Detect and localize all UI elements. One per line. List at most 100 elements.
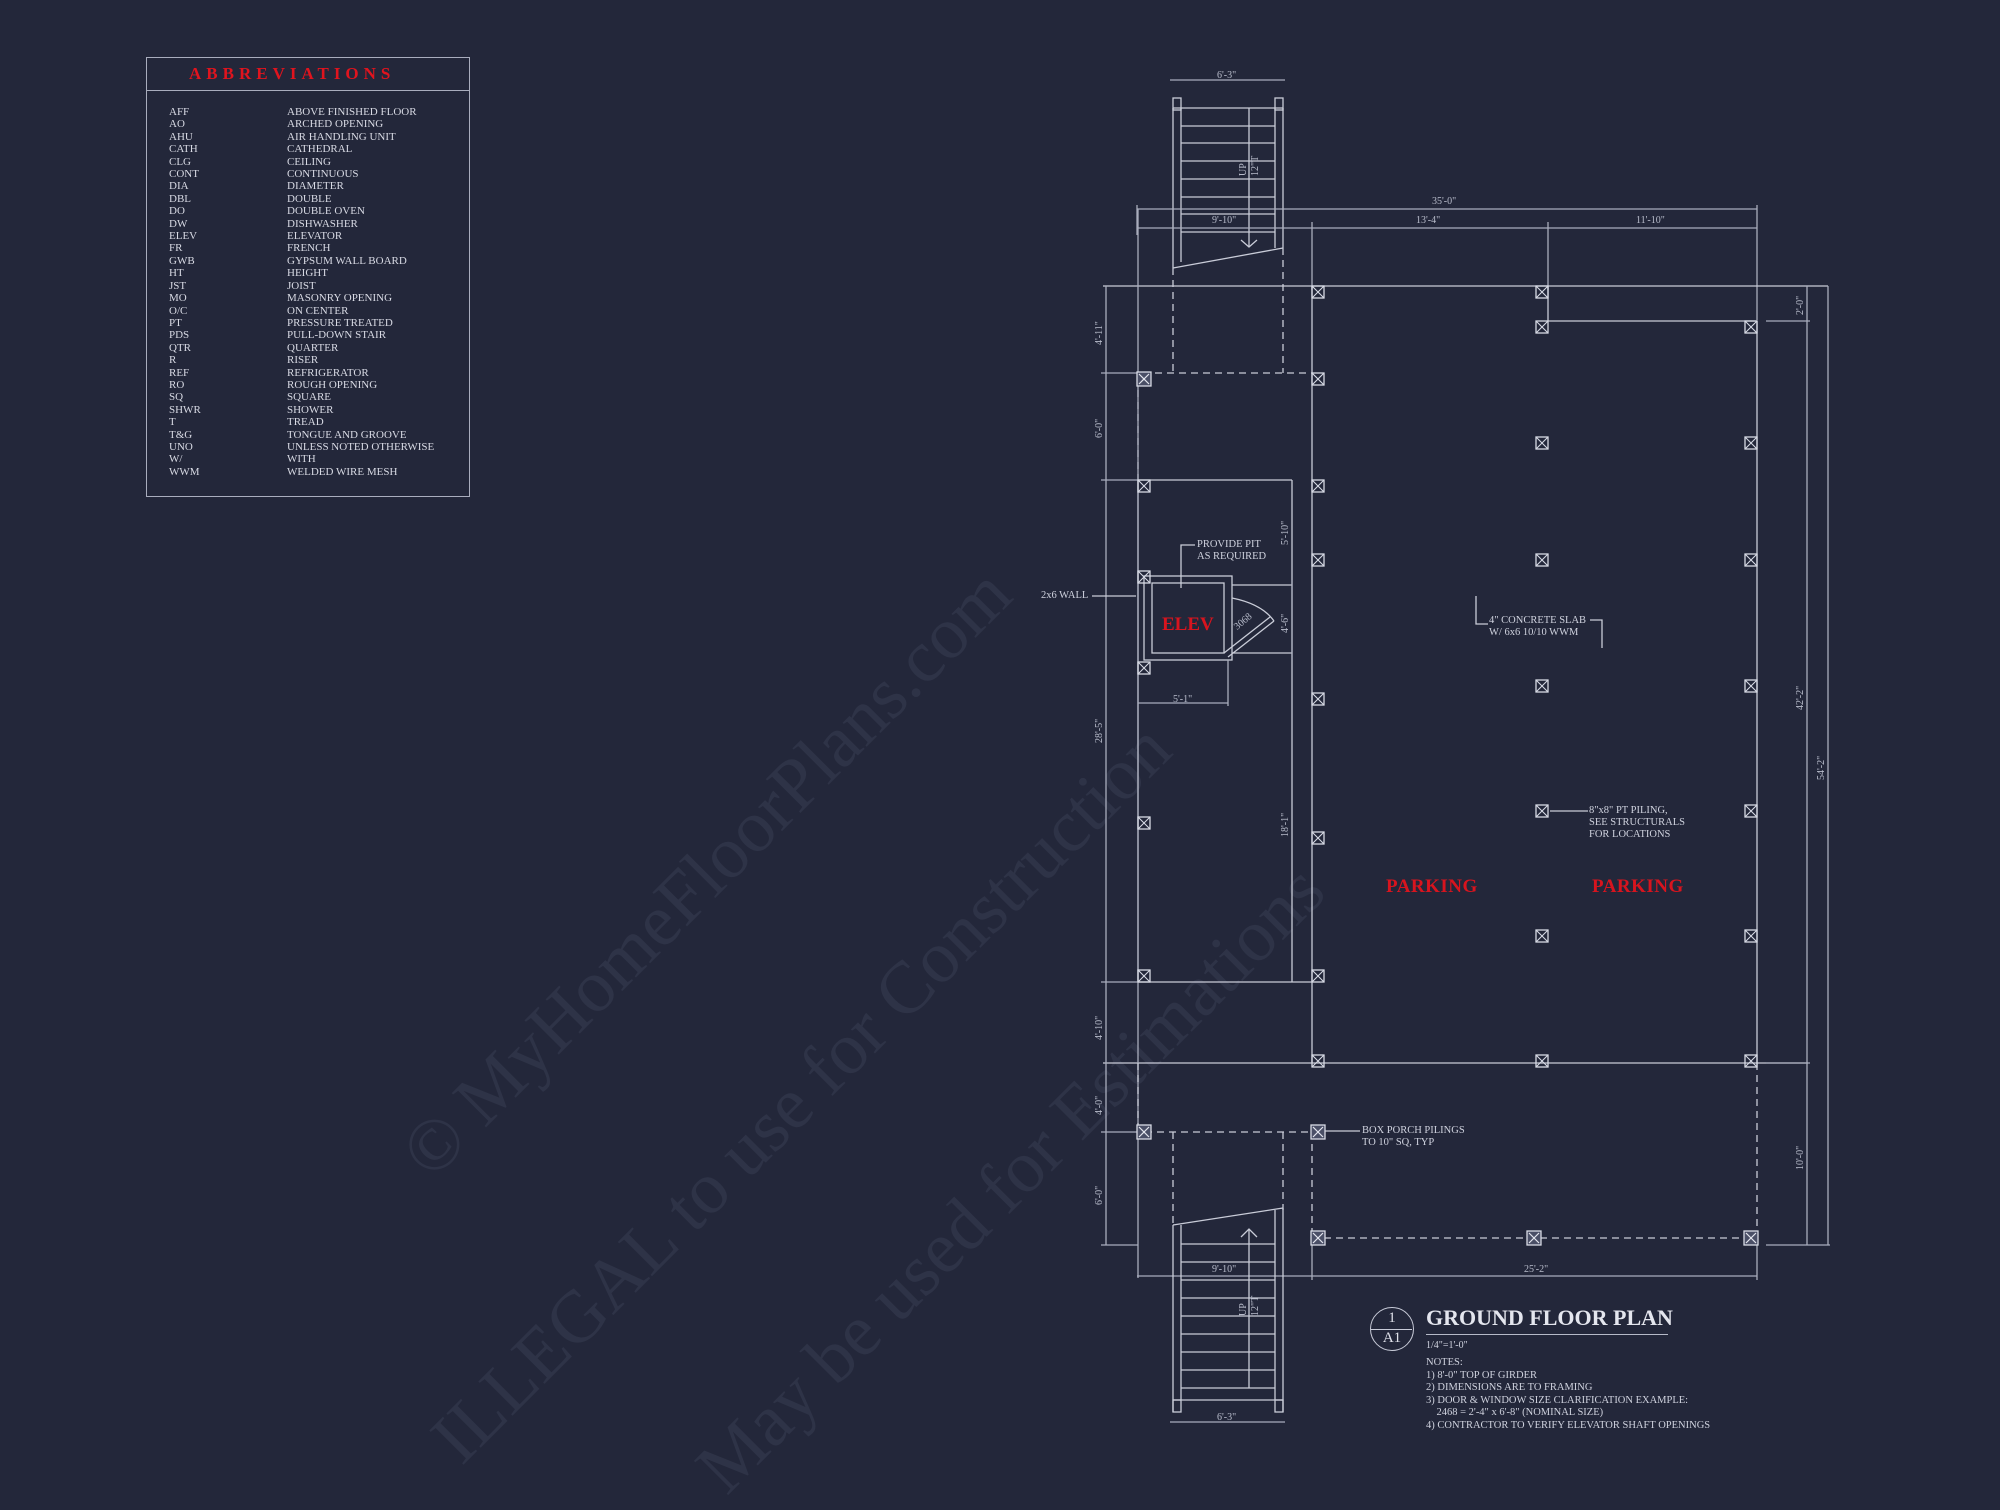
- dim-top-left-seg: 9'-10": [1212, 215, 1237, 226]
- abbreviation-code: CATH: [169, 143, 198, 156]
- note-4: 4) CONTRACTOR TO VERIFY ELEVATOR SHAFT O…: [1426, 1419, 1711, 1431]
- abbreviation-row: PDS PULL-DOWN STAIR: [169, 329, 434, 341]
- abbreviation-row: PT PRESSURE TREATED: [169, 317, 434, 329]
- detail-bubble: 1 A1: [1370, 1307, 1414, 1351]
- title-underline: [1426, 1334, 1668, 1335]
- abbreviation-row: REF REFRIGERATOR: [169, 367, 434, 379]
- abbreviation-row: DIA DIAMETER: [169, 180, 434, 192]
- pit-note-line-1: PROVIDE PIT: [1197, 539, 1261, 550]
- abbreviation-code: R: [169, 354, 177, 367]
- abbreviation-meaning: DIAMETER: [287, 180, 344, 193]
- abbreviation-code: SQ: [169, 391, 184, 404]
- abbreviation-code: ELEV: [169, 230, 198, 243]
- abbreviation-meaning: GYPSUM WALL BOARD: [287, 254, 407, 267]
- top-stair-tread-label: 12"T: [1250, 155, 1261, 176]
- abbreviation-code: T: [169, 416, 176, 429]
- abbreviation-row: T TREAD: [169, 416, 434, 428]
- abbreviation-code: AFF: [169, 106, 190, 118]
- abbreviation-code: O/C: [169, 304, 188, 317]
- abbreviation-meaning: SQUARE: [287, 391, 332, 404]
- abbreviation-meaning: ROUGH OPENING: [287, 378, 378, 391]
- abbreviation-row: CATH CATHEDRAL: [169, 143, 434, 155]
- abbreviation-meaning: HEIGHT: [287, 267, 328, 280]
- abbreviation-code: WWM: [169, 465, 200, 478]
- abbreviation-code: CONT: [169, 168, 199, 181]
- dim-inner-1: 5'-10": [1280, 520, 1291, 545]
- abbreviation-meaning: JOIST: [287, 279, 316, 292]
- abbreviation-row: UNO UNLESS NOTED OTHERWISE: [169, 441, 434, 453]
- abbreviation-code: PT: [169, 316, 182, 329]
- abbreviation-meaning: TONGUE AND GROOVE: [287, 428, 407, 441]
- dim-top-mid-seg: 13'-4": [1416, 215, 1441, 226]
- abbreviation-code: W/: [169, 453, 183, 466]
- abbreviation-row: SHWR SHOWER: [169, 404, 434, 416]
- abbreviation-meaning: SHOWER: [287, 403, 334, 416]
- abbreviation-meaning: PULL-DOWN STAIR: [287, 329, 387, 342]
- abbreviation-meaning: QUARTER: [287, 341, 339, 354]
- abbreviation-code: T&G: [169, 428, 193, 441]
- abbreviation-meaning: CATHEDRAL: [287, 143, 353, 156]
- dim-bottom-stair-width: 6'-3": [1217, 1412, 1237, 1423]
- detail-number: 1: [1388, 1310, 1396, 1326]
- abbreviation-code: RO: [169, 378, 185, 391]
- dim-top-stair-width: 6'-3": [1217, 70, 1237, 81]
- detail-bubble-divider: [1371, 1329, 1412, 1330]
- notes: NOTES: 1) 8'-0" TOP OF GIRDER 2) DIMENSI…: [1426, 1357, 1710, 1432]
- piling-note-line-2: SEE STRUCTURALS: [1589, 817, 1685, 828]
- pilings: [1136, 285, 1759, 1246]
- abbreviation-meaning: ARCHED OPENING: [287, 118, 384, 131]
- dim-right-1: 2'-0": [1795, 295, 1806, 315]
- abbreviation-meaning: TREAD: [287, 416, 324, 429]
- abbreviation-meaning: ON CENTER: [287, 304, 349, 317]
- abbreviation-code: PDS: [169, 329, 190, 342]
- dim-left-4: 4'-10": [1094, 1015, 1105, 1040]
- bottom-stair: [1172, 1207, 1284, 1413]
- abbreviations-title: ABBREVIATIONS: [147, 58, 469, 91]
- abbreviation-row: O/C ON CENTER: [169, 305, 434, 317]
- dim-top-right-seg: 11'-10": [1636, 215, 1665, 226]
- piling-note-line-1: 8"x8" PT PILING,: [1589, 805, 1668, 816]
- parking-label-left: PARKING: [1386, 876, 1478, 897]
- abbreviation-code: CLG: [169, 155, 191, 168]
- dim-left-5: 4'-0": [1094, 1095, 1105, 1115]
- abbreviation-code: HT: [169, 267, 184, 280]
- dim-overall-width: 35'-0": [1432, 196, 1457, 207]
- abbreviation-meaning: ELEVATOR: [287, 230, 343, 243]
- top-stair-up-label: UP: [1238, 163, 1249, 176]
- abbreviation-code: SHWR: [169, 403, 201, 416]
- abbreviation-row: W/WITH: [169, 453, 434, 465]
- wall-note: 2x6 WALL: [1041, 590, 1089, 601]
- abbreviation-code: AHU: [169, 130, 193, 143]
- abbreviation-code: REF: [169, 366, 190, 379]
- abbreviation-meaning: MASONRY OPENING: [287, 292, 393, 305]
- abbreviation-row: HT HEIGHT: [169, 267, 434, 279]
- abbreviation-meaning: DOUBLE OVEN: [287, 205, 365, 218]
- dim-bottom-left-seg: 9'-10": [1212, 1264, 1237, 1275]
- abbreviation-code: DIA: [169, 180, 189, 193]
- abbreviation-meaning: DOUBLE: [287, 192, 332, 205]
- abbreviation-meaning: PRESSURE TREATED: [287, 316, 393, 329]
- pit-note-line-2: AS REQUIRED: [1197, 551, 1267, 562]
- abbreviation-meaning: UNLESS NOTED OTHERWISE: [287, 440, 435, 453]
- abbreviation-meaning: REFRIGERATOR: [287, 366, 369, 379]
- notes-heading: NOTES:: [1426, 1357, 1463, 1368]
- abbreviation-code: UNO: [169, 440, 193, 453]
- note-1: 1) 8'-0" TOP OF GIRDER: [1426, 1369, 1537, 1381]
- porch-note-line-1: BOX PORCH PILINGS: [1362, 1125, 1465, 1136]
- abbreviation-code: DO: [169, 205, 185, 218]
- abbreviation-row: ELEV ELEVATOR: [169, 230, 434, 242]
- abbreviation-code: DW: [169, 217, 188, 230]
